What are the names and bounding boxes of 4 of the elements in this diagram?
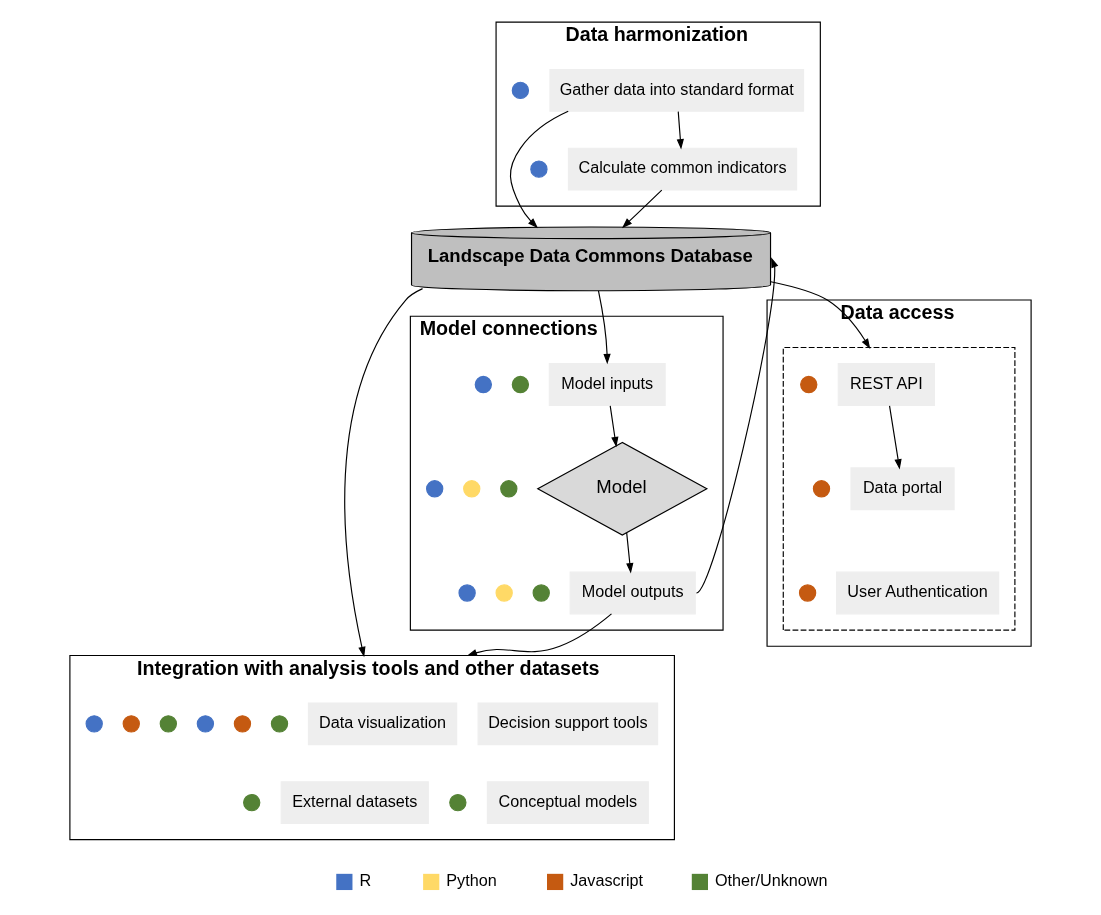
- legend-label: Python: [446, 871, 497, 890]
- legend-label: R: [359, 871, 372, 890]
- legend-label: Javascript: [570, 871, 644, 890]
- legend-label: Other/Unknown: [714, 871, 828, 890]
